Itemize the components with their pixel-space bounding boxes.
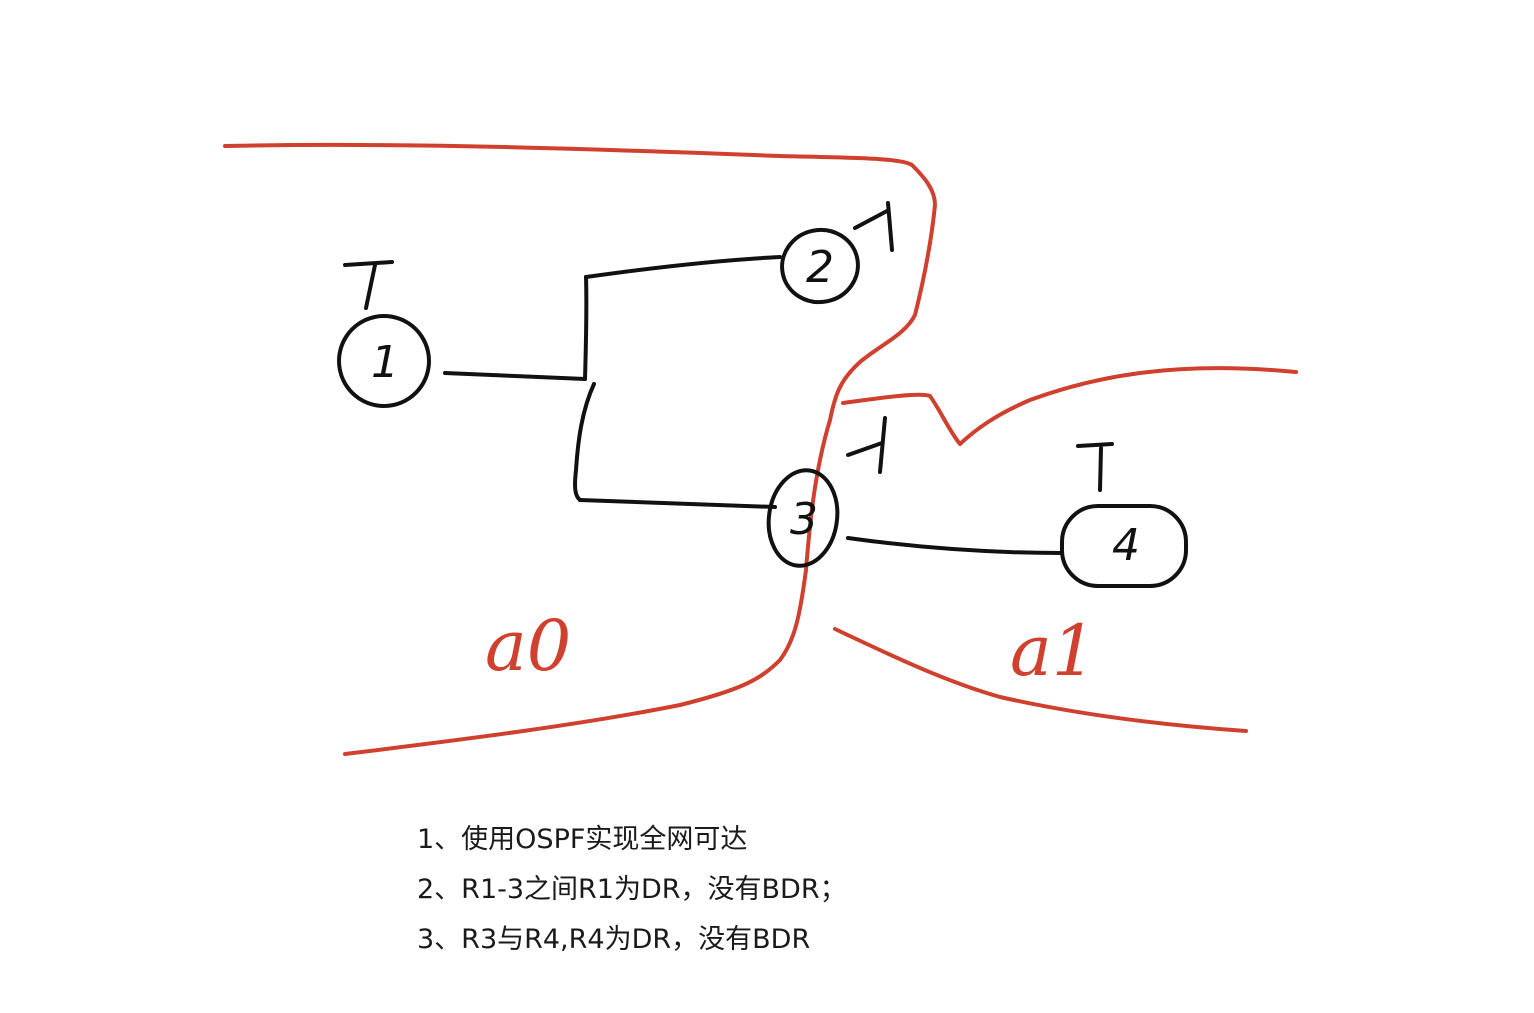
router-r1[interactable]: 1	[331, 308, 438, 415]
router-r3[interactable]: 3	[763, 466, 844, 571]
area1-label: a1	[1010, 610, 1096, 692]
r1-loopback-mark	[343, 260, 394, 310]
task-item: 3、R3与R4,R4为DR，没有BDR	[417, 924, 811, 955]
r3-loopback-mark	[846, 416, 887, 474]
task-list: 1、使用OSPF实现全网可达 2、R1-3之间R1为DR，没有BDR； 3、R3…	[417, 815, 1017, 965]
area1-boundary-top	[841, 366, 1298, 446]
task-item: 1、使用OSPF实现全网可达	[417, 824, 748, 855]
area1-boundary-bottom	[833, 627, 1248, 733]
r4-loopback-mark	[1076, 442, 1114, 492]
area0-boundary	[223, 142, 937, 756]
area0-label: a0	[485, 605, 571, 687]
router-r2[interactable]: 2	[775, 223, 864, 309]
router-r3-label: 3	[790, 494, 818, 545]
r2-loopback-mark	[853, 201, 894, 252]
router-r4-label: 4	[1112, 520, 1140, 571]
link-r1-r2	[443, 255, 782, 381]
task-item: 2、R1-3之间R1为DR，没有BDR；	[417, 874, 847, 905]
link-r1-r3	[573, 382, 777, 509]
router-r4[interactable]: 4	[1060, 504, 1188, 588]
router-r1-label: 1	[371, 337, 399, 388]
link-r3-r4	[846, 536, 1064, 555]
router-r2-label: 2	[806, 242, 834, 293]
